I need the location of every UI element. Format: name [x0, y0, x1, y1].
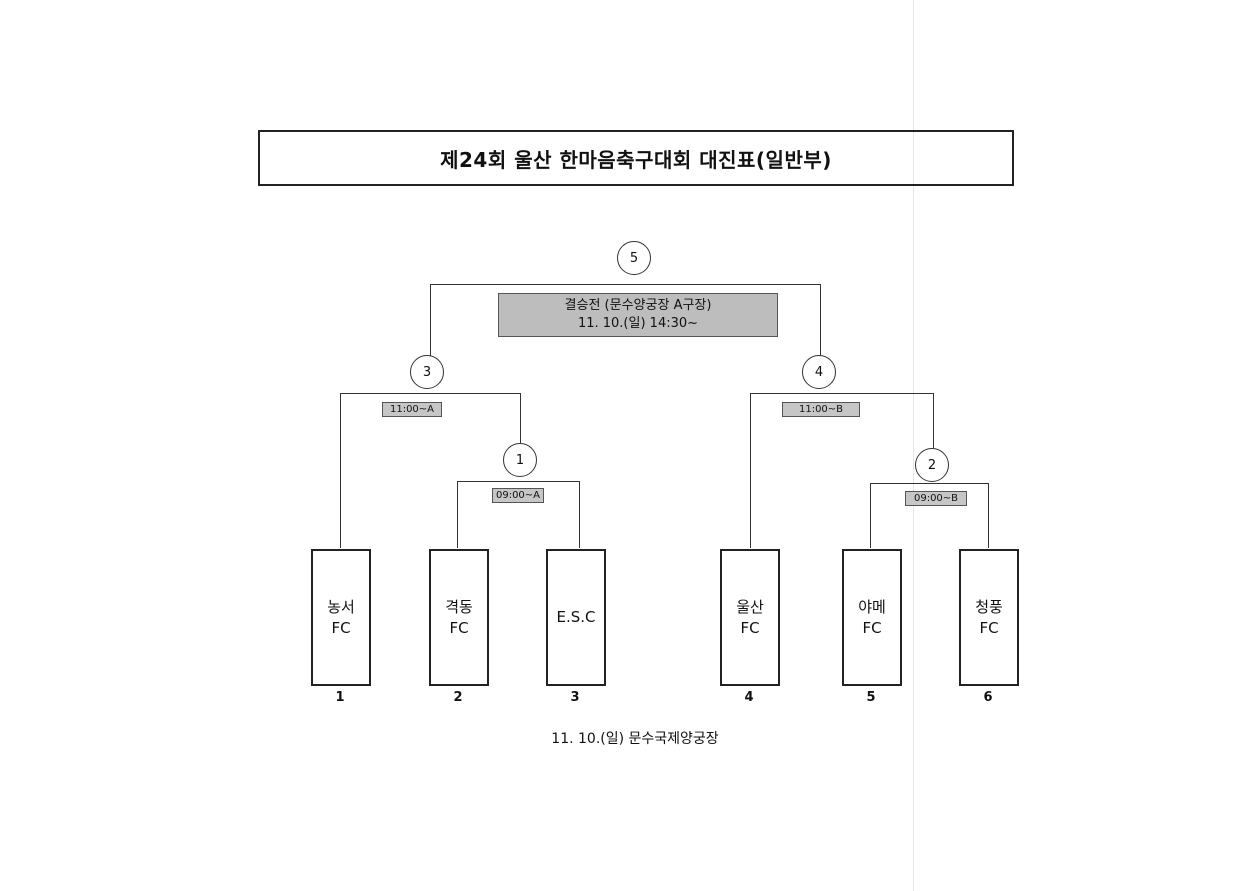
match-number-first-round-left: 1 [503, 443, 537, 477]
match-number-semifinal-right: 4 [802, 355, 836, 389]
match4-bracket-left-leg [750, 393, 751, 548]
match3-bracket-right-leg [520, 393, 521, 443]
team-suffix: FC [979, 618, 999, 637]
team-name: 농서 [327, 597, 355, 616]
time-slot-first-round-left: 09:00~A [492, 488, 544, 503]
seed-number-1: 1 [335, 690, 345, 705]
team-suffix: FC [331, 618, 351, 637]
match2-bracket-left-leg [870, 483, 871, 548]
final-bracket-left-leg [430, 284, 431, 362]
scan-artifact-line [913, 0, 914, 891]
match2-bracket-top [870, 483, 988, 484]
final-bracket-right-leg [820, 284, 821, 362]
match4-bracket-top [750, 393, 933, 394]
match-number-label: 5 [629, 250, 639, 266]
final-bracket-top [430, 284, 820, 285]
match-number-label: 4 [814, 364, 824, 380]
match3-bracket-top [340, 393, 520, 394]
seed-number-5: 5 [866, 690, 876, 705]
team-box-1: 농서 FC [311, 549, 371, 686]
match1-bracket-left-leg [457, 481, 458, 548]
team-box-6: 청풍 FC [959, 549, 1019, 686]
page-title: 제24회 울산 한마음축구대회 대진표(일반부) [440, 147, 832, 172]
seed-number-2: 2 [453, 690, 463, 705]
match-number-label: 1 [515, 452, 525, 468]
match4-bracket-right-leg [933, 393, 934, 448]
team-box-2: 격동 FC [429, 549, 489, 686]
team-name: 야메 [858, 597, 886, 616]
final-label: 결승전 (문수양궁장 A구장) [564, 298, 712, 313]
team-box-4: 울산 FC [720, 549, 780, 686]
team-name: 청풍 [975, 597, 1003, 616]
match-number-label: 3 [422, 364, 432, 380]
footer-date-venue: 11. 10.(일) 문수국제양궁장 [551, 731, 719, 747]
match3-bracket-left-leg [340, 393, 341, 548]
match1-bracket-top [457, 481, 579, 482]
time-slot-semifinal-left: 11:00~A [382, 402, 442, 417]
team-name: E.S.C [556, 608, 596, 626]
seed-number-4: 4 [744, 690, 754, 705]
team-box-5: 야메 FC [842, 549, 902, 686]
time-slot-first-round-right: 09:00~B [905, 491, 967, 506]
team-suffix: FC [449, 618, 469, 637]
title-box: 제24회 울산 한마음축구대회 대진표(일반부) [258, 130, 1014, 186]
match-number-label: 2 [927, 457, 937, 473]
team-suffix: FC [740, 618, 760, 637]
match-number-final: 5 [617, 241, 651, 275]
match-number-first-round-right: 2 [915, 448, 949, 482]
match1-bracket-right-leg [579, 481, 580, 548]
team-name: 울산 [736, 597, 764, 616]
match2-bracket-right-leg [988, 483, 989, 548]
team-box-3: E.S.C [546, 549, 606, 686]
seed-number-6: 6 [983, 690, 993, 705]
team-suffix: FC [862, 618, 882, 637]
final-time: 11. 10.(일) 14:30~ [577, 316, 699, 331]
final-info-box: 결승전 (문수양궁장 A구장) 11. 10.(일) 14:30~ [498, 293, 778, 337]
team-name: 격동 [445, 597, 473, 616]
match-number-semifinal-left: 3 [410, 355, 444, 389]
time-slot-semifinal-right: 11:00~B [782, 402, 860, 417]
seed-number-3: 3 [570, 690, 580, 705]
